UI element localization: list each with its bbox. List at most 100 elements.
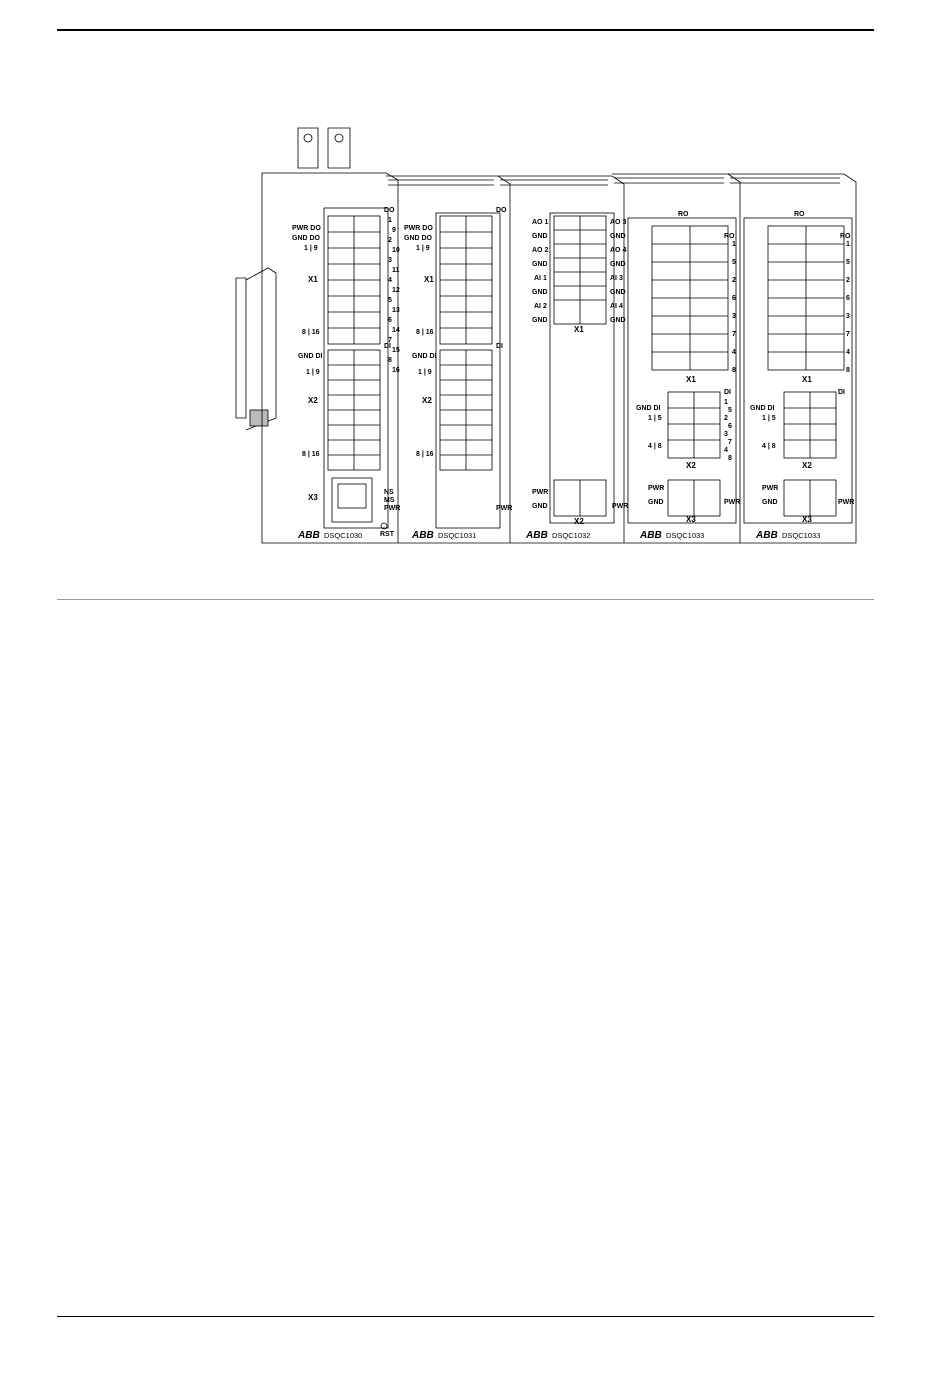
- svg-text:DI: DI: [496, 343, 503, 350]
- svg-text:5: 5: [728, 407, 732, 414]
- svg-text:6: 6: [388, 317, 392, 324]
- svg-text:PWR: PWR: [496, 505, 512, 512]
- svg-text:11: 11: [392, 267, 400, 274]
- svg-text:1 | 5: 1 | 5: [648, 415, 662, 422]
- svg-text:RO: RO: [794, 211, 805, 218]
- svg-text:5: 5: [732, 259, 736, 266]
- svg-text:AO 1: AO 1: [532, 219, 548, 226]
- svg-text:GND: GND: [532, 233, 548, 240]
- svg-text:GND: GND: [610, 289, 626, 296]
- svg-text:2: 2: [388, 237, 392, 244]
- svg-text:6: 6: [846, 295, 850, 302]
- svg-text:4: 4: [846, 349, 850, 356]
- svg-text:X1: X1: [574, 325, 584, 334]
- svg-text:3: 3: [846, 313, 850, 320]
- svg-text:AI 1: AI 1: [534, 275, 547, 282]
- svg-text:1: 1: [846, 241, 850, 248]
- module-5-housing: [728, 173, 857, 544]
- svg-text:5: 5: [388, 297, 392, 304]
- svg-text:DSQC1031: DSQC1031: [438, 531, 476, 540]
- do-numbers: 1 9 2 10 3 11 4 12 5 13 6 14 7 15 8 16: [388, 217, 400, 374]
- svg-text:AO 3: AO 3: [610, 219, 626, 226]
- svg-text:5: 5: [846, 259, 850, 266]
- svg-text:7: 7: [388, 337, 392, 344]
- svg-text:7: 7: [728, 439, 732, 446]
- svg-text:DI: DI: [724, 389, 731, 396]
- svg-text:PWR: PWR: [724, 499, 740, 506]
- svg-text:1 | 9: 1 | 9: [416, 245, 430, 252]
- svg-text:MS: MS: [384, 497, 395, 504]
- svg-text:GND: GND: [532, 261, 548, 268]
- svg-text:2: 2: [724, 415, 728, 422]
- svg-text:8: 8: [846, 367, 850, 374]
- module-4-labels: RO RO 1 5 2 6 3 7 4 8 X1 GND DI 1 | 5 4 …: [636, 211, 740, 541]
- svg-text:8 | 16: 8 | 16: [302, 329, 320, 336]
- svg-text:X1: X1: [802, 375, 812, 384]
- din-rail-left: [235, 277, 247, 419]
- svg-text:GND DI: GND DI: [750, 405, 775, 412]
- footer-rule: [57, 1316, 874, 1317]
- svg-text:1: 1: [388, 217, 392, 224]
- terminal-blocks: [327, 215, 845, 517]
- rj45-port: [331, 477, 373, 523]
- svg-text:ABB: ABB: [755, 530, 778, 541]
- svg-text:14: 14: [392, 327, 400, 334]
- svg-text:ABB: ABB: [525, 530, 548, 541]
- svg-text:1 | 9: 1 | 9: [304, 245, 318, 252]
- svg-text:DSQC1033: DSQC1033: [666, 531, 704, 540]
- svg-text:1: 1: [732, 241, 736, 248]
- svg-text:X1: X1: [308, 275, 318, 284]
- svg-text:PWR: PWR: [762, 485, 778, 492]
- svg-text:7: 7: [846, 331, 850, 338]
- module-4-housing: [612, 173, 741, 544]
- svg-text:GND: GND: [532, 289, 548, 296]
- svg-text:9: 9: [392, 227, 396, 234]
- svg-text:GND: GND: [610, 233, 626, 240]
- svg-text:8: 8: [388, 357, 392, 364]
- svg-text:X3: X3: [308, 493, 318, 502]
- svg-text:ABB: ABB: [297, 530, 320, 541]
- figure-separator: [57, 599, 874, 600]
- svg-text:4 | 8: 4 | 8: [762, 443, 776, 450]
- module-2-labels: PWR DO GND DO 1 | 9 X1 8 | 16 GND DI 1 |…: [404, 207, 512, 541]
- di-numbers: 1 5 2 6 3 7 4 8: [724, 399, 732, 462]
- svg-text:GND: GND: [610, 317, 626, 324]
- io-modules-illustration: PWR DO GND DO 1 | 9 X1 8 | 16 GND DI 1 |…: [235, 127, 857, 544]
- svg-text:13: 13: [392, 307, 400, 314]
- svg-text:ABB: ABB: [411, 530, 434, 541]
- svg-text:DI: DI: [838, 389, 845, 396]
- module-2-housing: [386, 175, 511, 544]
- svg-text:4 | 8: 4 | 8: [648, 443, 662, 450]
- svg-text:8 | 16: 8 | 16: [416, 451, 434, 458]
- svg-text:GND: GND: [532, 503, 548, 510]
- svg-text:DI: DI: [384, 343, 391, 350]
- module-1-housing: [261, 172, 399, 544]
- svg-text:X2: X2: [574, 517, 584, 526]
- svg-text:PWR DO: PWR DO: [404, 225, 433, 232]
- svg-text:PWR DO: PWR DO: [292, 225, 321, 232]
- svg-text:X2: X2: [422, 396, 432, 405]
- svg-text:GND DI: GND DI: [298, 353, 323, 360]
- svg-text:RO: RO: [678, 211, 689, 218]
- svg-text:AI 4: AI 4: [610, 303, 623, 310]
- svg-text:15: 15: [392, 347, 400, 354]
- svg-text:ABB: ABB: [639, 530, 662, 541]
- svg-text:DSQC1030: DSQC1030: [324, 531, 362, 540]
- svg-text:8 | 16: 8 | 16: [416, 329, 434, 336]
- svg-text:GND DI: GND DI: [636, 405, 661, 412]
- svg-text:2: 2: [732, 277, 736, 284]
- svg-text:GND DO: GND DO: [292, 235, 321, 242]
- svg-text:PWR: PWR: [384, 505, 400, 512]
- svg-text:X2: X2: [802, 461, 812, 470]
- svg-text:RST: RST: [380, 531, 395, 538]
- svg-text:NS: NS: [384, 489, 394, 496]
- svg-text:DSQC1032: DSQC1032: [552, 531, 590, 540]
- svg-text:PWR: PWR: [648, 485, 664, 492]
- svg-text:RO: RO: [724, 233, 735, 240]
- module-3-labels: AO 1 GND AO 2 GND AI 1 GND AI 2 GND X1 P…: [525, 219, 628, 541]
- svg-text:1: 1: [724, 399, 728, 406]
- svg-text:PWR: PWR: [612, 503, 628, 510]
- svg-text:8 | 16: 8 | 16: [302, 451, 320, 458]
- svg-text:GND: GND: [532, 317, 548, 324]
- svg-text:4: 4: [724, 447, 728, 454]
